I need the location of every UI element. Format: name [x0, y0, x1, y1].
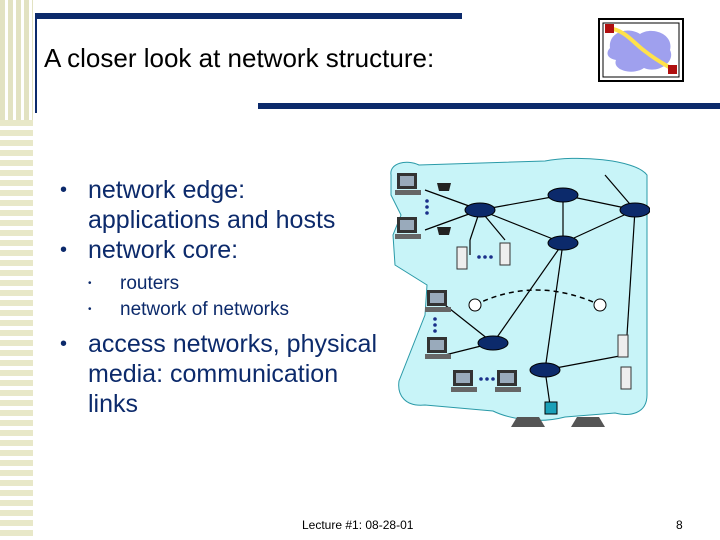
router-icon [477, 335, 509, 351]
slide-title: A closer look at network structure: [44, 43, 435, 73]
router-icon [547, 187, 579, 203]
network-cloud [390, 157, 648, 421]
antenna-icon [593, 298, 607, 312]
server-icon [456, 246, 468, 270]
bullet-network-core: network core: [58, 235, 378, 265]
base-station-icon [544, 401, 558, 415]
servers [456, 242, 632, 390]
computer-icon [425, 337, 451, 359]
laptop-icon [571, 417, 605, 427]
bullet-network-edge: network edge: applications and hosts [58, 175, 378, 235]
bullet-access-networks: access networks, physical media: communi… [58, 329, 378, 419]
antenna-icon [468, 298, 482, 312]
router-icon [547, 235, 579, 251]
top-accent-bar [35, 13, 462, 19]
bullet-list: network edge: applications and hosts net… [58, 175, 378, 419]
computer-icon [395, 217, 421, 239]
footer-lecture: Lecture #1: 08-28-01 [302, 518, 414, 532]
server-icon [617, 334, 629, 358]
router-icon [619, 202, 650, 218]
ellipsis-dots [425, 199, 495, 381]
routers [464, 187, 650, 378]
computer-icon [425, 290, 451, 312]
striped-margin-top [0, 0, 33, 120]
hosts [395, 173, 521, 392]
network-structure-figure [390, 157, 650, 427]
router-icon [529, 362, 561, 378]
sub-bullet-routers: routers [58, 271, 378, 297]
computer-icon [451, 370, 477, 392]
computer-icon [395, 173, 421, 195]
telephone-icon [437, 183, 451, 191]
server-icon [499, 242, 511, 266]
vertical-accent-line [35, 13, 37, 113]
network-logo-icon [598, 18, 684, 82]
router-icon [464, 202, 496, 218]
phones [437, 183, 451, 235]
sub-bullet-network-of-networks: network of networks [58, 297, 378, 323]
computer-icon [495, 370, 521, 392]
server-icon [620, 366, 632, 390]
page-number: 8 [676, 518, 683, 532]
telephone-icon [437, 227, 451, 235]
laptops [511, 417, 605, 427]
wireless-link [474, 289, 601, 306]
laptop-icon [511, 417, 545, 427]
title-underline-bar [258, 103, 720, 109]
